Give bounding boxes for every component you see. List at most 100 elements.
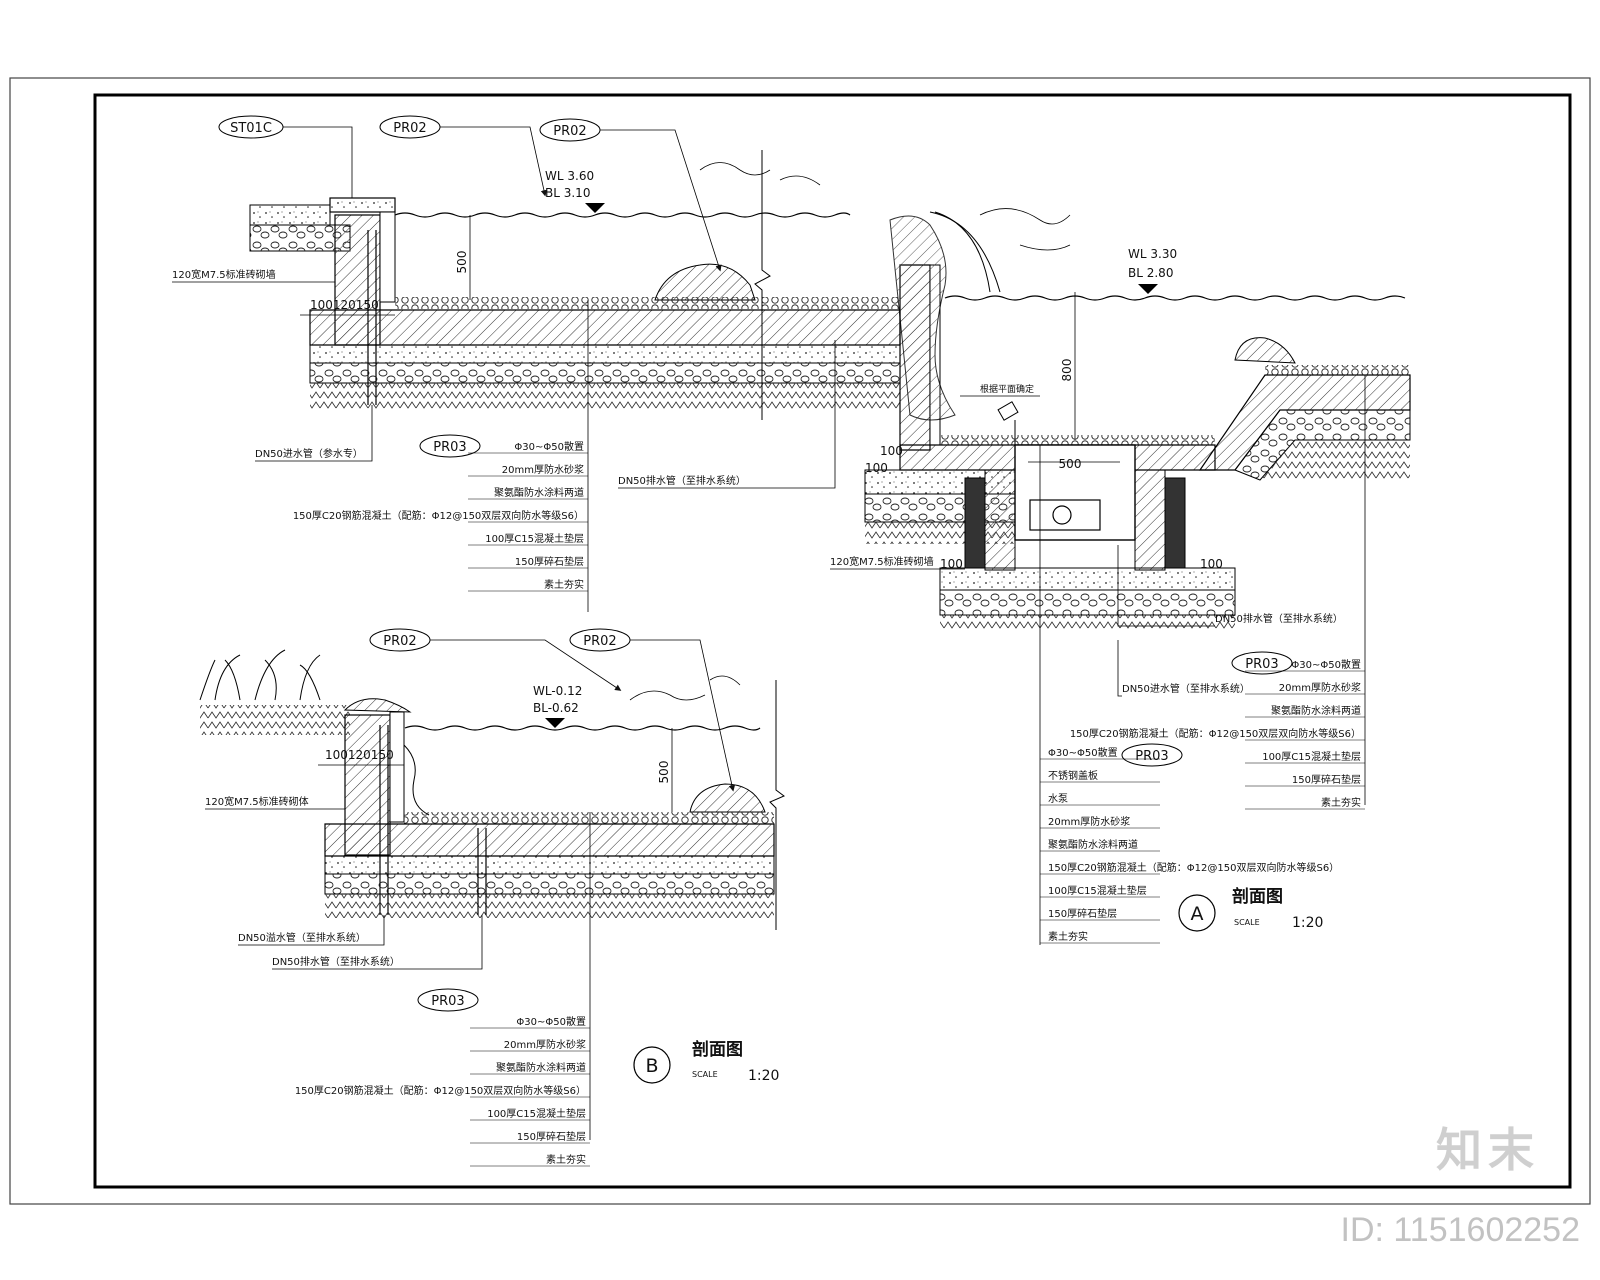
pit-base-soil (940, 615, 1235, 631)
svg-text:100120150: 100120150 (325, 748, 394, 762)
layer-label: 20mm厚防水砂浆 (502, 463, 584, 476)
layer-callout-mid: PR03 Φ30~Φ50散置不锈钢盖板水泵20mm厚防水砂浆聚氨酯防水涂料两道1… (1039, 445, 1339, 945)
dim-500-b: 500 (657, 728, 673, 812)
svg-text:PR03: PR03 (1245, 657, 1278, 672)
waterfall-flow (929, 211, 1001, 293)
dim-100-d: 100 (1200, 557, 1223, 571)
layer-label: 聚氨酯防水涂料两道 (1048, 838, 1138, 851)
section-a-upper-pool (249, 150, 1071, 451)
paving-slab (249, 204, 331, 226)
rock-upper (654, 263, 756, 301)
water-surface-upper (394, 212, 851, 218)
dim-800: 800 (1060, 292, 1076, 440)
layer-label: 100厚C15混凝土垫层 (487, 1107, 586, 1120)
pump-icon (1052, 505, 1072, 525)
cushion-b (324, 855, 775, 875)
watermark-brand: 知末 (1436, 1123, 1540, 1177)
note-lamp: 根据平面确定 (960, 383, 1040, 397)
svg-text:A: A (1191, 903, 1204, 925)
layer-label: 100厚C15混凝土垫层 (1048, 884, 1147, 897)
svg-text:BL 2.80: BL 2.80 (1128, 266, 1173, 280)
svg-text:PR02: PR02 (393, 121, 426, 136)
gravel-bed-left (249, 224, 351, 252)
svg-text:DN50排水管（至排水系统）: DN50排水管（至排水系统） (272, 955, 400, 968)
water-surface-b (404, 725, 761, 731)
svg-text:PR03: PR03 (431, 994, 464, 1009)
concrete-slab-upper (309, 309, 901, 346)
waterproof-layer-left (379, 211, 396, 303)
dim-100-a: 100 (880, 444, 903, 458)
dim-100-b: 100 (865, 461, 888, 475)
bank-rock (1234, 337, 1296, 364)
svg-text:120宽M7.5标准砖砌体: 120宽M7.5标准砖砌体 (205, 795, 309, 808)
svg-text:剖面图: 剖面图 (1232, 886, 1283, 907)
layer-label: 150厚C20钢筋混凝土（配筋：Φ12@150双层双向防水等级S6） (295, 1084, 586, 1097)
inner-border (93, 93, 1572, 1189)
layer-label: 150厚碎石垫层 (515, 555, 584, 568)
watermark-id: ID: 1151602252 (1340, 1211, 1580, 1249)
svg-text:500: 500 (455, 251, 469, 274)
section-a-lower-pool (864, 295, 1411, 631)
layer-label: Φ30~Φ50散置 (514, 440, 584, 453)
break-line-a (754, 150, 771, 420)
water-surface-lower (944, 295, 1406, 301)
background-sketch (699, 162, 1071, 251)
cushion-layer-upper (309, 344, 901, 364)
layer-callout-b: PR03 Φ30~Φ50散置20mm厚防水砂浆聚氨酯防水涂料两道150厚C20钢… (295, 812, 591, 1167)
dim-500-box: 500 (1028, 457, 1120, 471)
tag-b-pr02-right: PR02 (569, 628, 736, 792)
soil-b (325, 894, 774, 918)
section-b-title: B 剖面图 SCALE 1:20 (633, 1039, 779, 1084)
level-marker-upper: WL 3.60 BL 3.10 (545, 169, 605, 213)
svg-text:800: 800 (1060, 359, 1074, 382)
note-pipe-lower2: DN50进水管（至排水系统） (1117, 640, 1250, 697)
tag-pr02-left: PR02 (379, 115, 548, 197)
grass-sketch (199, 649, 321, 701)
svg-text:120宽M7.5标准砖砌墙: 120宽M7.5标准砖砌墙 (830, 555, 934, 568)
svg-text:SCALE: SCALE (1234, 918, 1260, 927)
tag-st01c: ST01C (218, 115, 353, 198)
section-b-pool (199, 649, 785, 930)
layer-label: Φ30~Φ50散置 (516, 1015, 586, 1028)
svg-text:B: B (645, 1055, 658, 1077)
level-marker-b: WL-0.12 BL-0.62 (533, 684, 582, 728)
layer-label: 150厚C20钢筋混凝土（配筋：Φ12@150双层双向防水等级S6） (1048, 861, 1339, 874)
svg-text:100: 100 (880, 444, 903, 458)
layer-label: 不锈钢盖板 (1048, 769, 1098, 782)
concrete-slab-b (324, 823, 775, 857)
outer-border (9, 77, 1591, 1205)
layer-label: 聚氨酯防水涂料两道 (494, 486, 584, 499)
pit-wall-left (984, 469, 1016, 571)
svg-text:DN50进水管（参水专）: DN50进水管（参水专） (255, 447, 363, 460)
dim-stack-b: 100120150 (318, 748, 404, 766)
level-marker-lower: WL 3.30 BL 2.80 (1128, 247, 1177, 294)
note-wall-upper: 120宽M7.5标准砖砌墙 (172, 268, 335, 283)
svg-text:BL 3.10: BL 3.10 (545, 186, 590, 200)
dim-stack-upper: 100120150 (300, 298, 395, 316)
dim-500-upper: 500 (455, 215, 471, 300)
svg-text:PR02: PR02 (583, 634, 616, 649)
layer-label: 100厚C15混凝土垫层 (1262, 750, 1361, 763)
tag-b-pr02-left: PR02 (369, 628, 622, 691)
layer-label: 150厚碎石垫层 (1292, 773, 1361, 786)
break-line-b (769, 680, 785, 930)
layer-label: 素土夯实 (546, 1153, 586, 1166)
note-pipe1-b: DN50溢水管（至排水系统） (238, 915, 385, 946)
svg-text:PR02: PR02 (383, 634, 416, 649)
svg-text:DN50进水管（至排水系统）: DN50进水管（至排水系统） (1122, 682, 1250, 695)
layer-label: 150厚C20钢筋混凝土（配筋：Φ12@150双层双向防水等级S6） (293, 509, 584, 522)
note-pipe-lower: DN50排水管（至排水系统） (1117, 545, 1343, 627)
edge-rock-b (343, 698, 412, 713)
note-pipe-mid: DN50排水管（至排水系统） (618, 340, 836, 489)
sloped-bank-soil (1260, 440, 1410, 480)
svg-text:DN50溢水管（至排水系统）: DN50溢水管（至排水系统） (238, 931, 366, 944)
svg-text:WL 3.60: WL 3.60 (545, 169, 594, 183)
pit-base-cushion (939, 567, 1236, 591)
svg-text:DN50排水管（至排水系统）: DN50排水管（至排水系统） (618, 474, 746, 487)
note-pipe2-b: DN50排水管（至排水系统） (272, 915, 483, 970)
layer-label: 150厚碎石垫层 (1048, 907, 1117, 920)
svg-text:PR03: PR03 (433, 440, 466, 455)
svg-text:剖面图: 剖面图 (692, 1039, 743, 1060)
layer-label: 聚氨酯防水涂料两道 (1271, 704, 1361, 717)
